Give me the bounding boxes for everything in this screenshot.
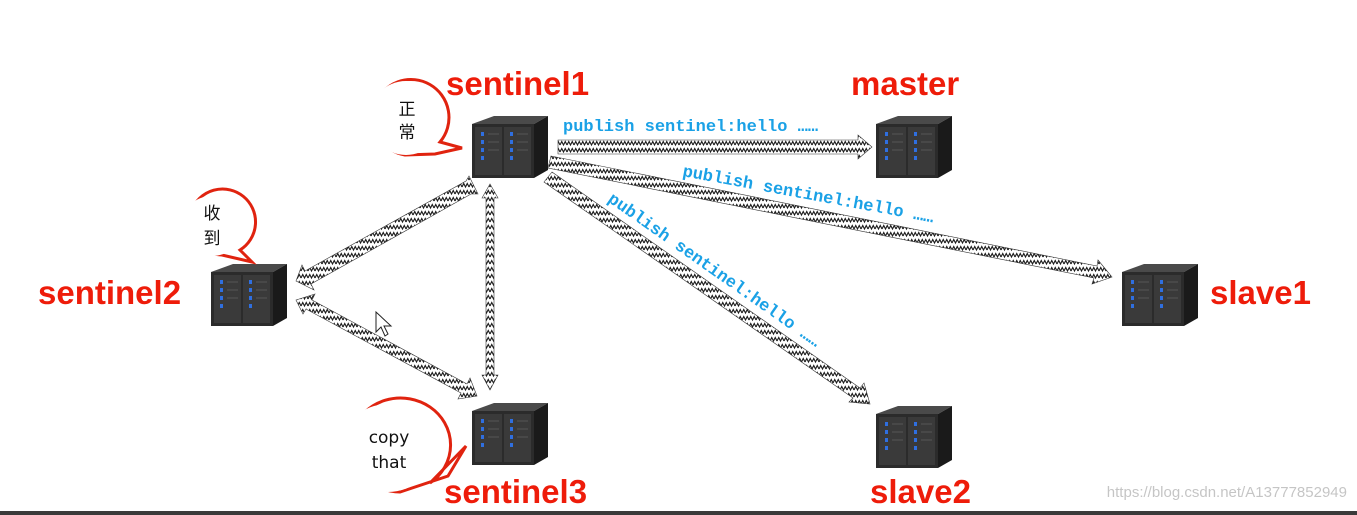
node-label-sentinel2: sentinel2 [38, 274, 182, 311]
mouse-cursor-icon [375, 310, 393, 337]
bubble-text-sentinel3-line1: copy [369, 428, 410, 448]
speech-bubble-sentinel3: copy that [341, 396, 468, 494]
server-icon-slave2 [875, 405, 953, 469]
node-label-sentinel3: sentinel3 [444, 473, 588, 510]
edge-sentinel1-slave2 [543, 171, 871, 405]
bubble-text-sentinel3-line2: that [372, 453, 407, 473]
server-icon-master [875, 115, 953, 179]
edge-sentinel1-master [557, 134, 873, 160]
server-icon-sentinel3 [471, 402, 549, 466]
edge-sentinel1-sentinel2 [295, 175, 479, 291]
bubble-text-sentinel2-line2: 到 [204, 229, 221, 249]
node-label-slave2: slave2 [870, 473, 971, 510]
speech-bubble-sentinel2: 收 到 [181, 187, 258, 265]
speech-bubble-sentinel1: 正 常 [369, 77, 463, 157]
edge-label-sentinel1-master: publish sentinel:hello …… [563, 118, 818, 137]
watermark-text: https://blog.csdn.net/A13777852949 [1106, 484, 1347, 501]
bubble-text-sentinel1-line1: 正 [399, 100, 416, 120]
node-label-master: master [851, 65, 960, 102]
edge-sentinel1-slave1 [547, 155, 1113, 285]
server-icon-sentinel2 [210, 263, 288, 327]
bubble-text-sentinel2-line1: 收 [204, 204, 221, 224]
bottom-bar [0, 511, 1357, 515]
node-label-slave1: slave1 [1210, 274, 1311, 311]
edge-sentinel2-sentinel3 [295, 293, 478, 400]
server-icon-sentinel1 [471, 115, 549, 179]
bubble-text-sentinel1-line2: 常 [399, 123, 416, 143]
node-label-sentinel1: sentinel1 [446, 65, 590, 102]
edge-sentinel1-sentinel3 [481, 183, 499, 391]
server-icon-slave1 [1121, 263, 1199, 327]
